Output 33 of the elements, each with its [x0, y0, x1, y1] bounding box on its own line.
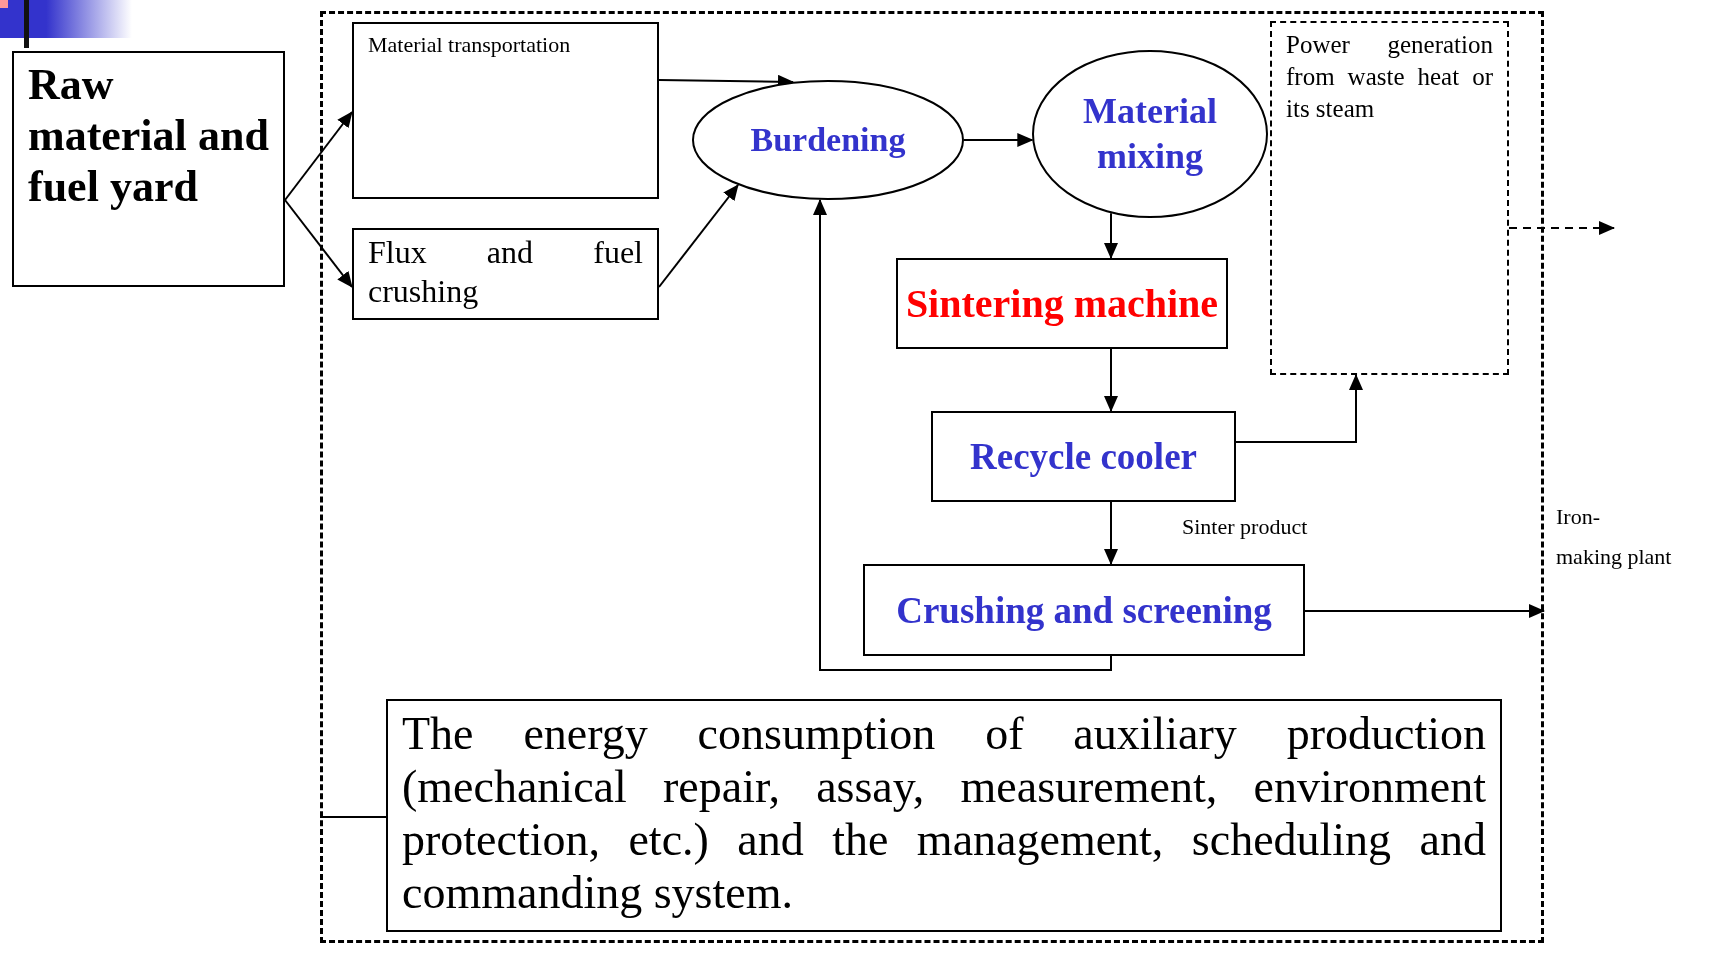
dashed-box — [1270, 21, 1509, 375]
box-label: Raw material and fuel yard — [28, 59, 269, 212]
process-box — [352, 22, 659, 199]
arrow — [1104, 501, 1118, 565]
arrow — [284, 199, 353, 288]
source-box — [12, 51, 285, 287]
arrow — [1235, 374, 1363, 443]
box-label: Recycle cooler — [970, 435, 1197, 478]
note-text: The energy consumption of auxiliary production (mechanical repair, assay, measurement, environment protection, etc.) and the management, scheduling and commanding system. — [402, 707, 1486, 919]
process-box — [352, 228, 659, 320]
ellipse-label: Material mixing — [1082, 90, 1218, 178]
system-boundary — [320, 11, 1544, 943]
process-box — [863, 564, 1305, 656]
box-label: Material transportation — [368, 32, 572, 58]
arrow — [658, 184, 740, 288]
box-label: Crushing and screening — [896, 588, 1272, 632]
process-box — [896, 258, 1228, 349]
arrow — [1104, 212, 1118, 259]
arrow — [963, 133, 1034, 147]
ellipse-label: Burdening — [750, 121, 906, 159]
arrow — [1508, 221, 1615, 235]
arrow — [813, 198, 1112, 671]
box-label: Flux and fuel crushing — [368, 233, 643, 311]
output-label: making plant — [1556, 543, 1672, 571]
box-label: Power generation from waste heat or its steam — [1286, 30, 1493, 124]
arrow — [1304, 604, 1545, 618]
process-ellipse — [1032, 50, 1268, 218]
arrow — [1104, 348, 1118, 412]
box-label: Sintering machine — [905, 280, 1219, 327]
process-box — [931, 411, 1236, 502]
process-ellipse — [692, 80, 964, 200]
output-label: Iron- — [1556, 503, 1600, 531]
arrow — [284, 111, 353, 201]
